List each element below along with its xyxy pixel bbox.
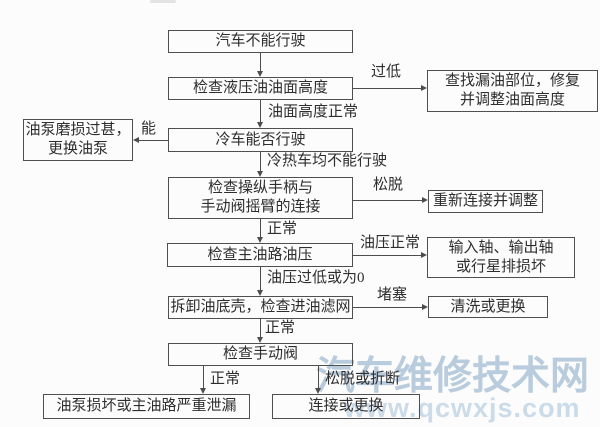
edge-label-too-low: 过低 bbox=[371, 64, 402, 80]
node-repair-leak: 查找漏油部位，修复 并调整油面高度 bbox=[427, 70, 598, 112]
edge-label-level-normal: 油面高度正常 bbox=[268, 104, 359, 120]
node-reconnect: 重新连接并调整 bbox=[428, 190, 543, 213]
node-check-main-pressure: 检查主油路油压 bbox=[167, 243, 353, 267]
edge-label-normal-3: 正常 bbox=[210, 371, 241, 387]
arrow-check-oil-to-cold-test bbox=[257, 100, 263, 128]
edge-label-loose: 松脱 bbox=[373, 177, 404, 193]
node-pump-worn: 油泵磨损过甚， 更换油泵 bbox=[23, 119, 133, 161]
arrow-check-oil-to-repair-leak bbox=[353, 85, 427, 91]
arrow-filter-to-clean-replace bbox=[353, 304, 428, 310]
edge-label-pressure-low: 油压过低或为0 bbox=[267, 270, 365, 286]
arrow-pressure-to-shaft-damage bbox=[353, 252, 427, 258]
arrow-manual-valve-to-connect-replace bbox=[315, 366, 321, 394]
arrow-cold-test-to-linkage bbox=[257, 152, 263, 177]
edge-label-pressure-normal: 油压正常 bbox=[360, 235, 421, 251]
top-edge-artifact bbox=[150, 0, 176, 3]
edge-label-clogged: 堵塞 bbox=[377, 287, 408, 303]
arrow-filter-to-manual-valve bbox=[257, 319, 263, 343]
node-shaft-damage: 输入轴、输出轴 或行星排损坏 bbox=[427, 237, 575, 278]
arrow-start-to-check-oil bbox=[257, 53, 263, 77]
node-connect-replace: 连接或更换 bbox=[272, 394, 420, 419]
arrow-linkage-to-reconnect bbox=[353, 197, 428, 203]
arrow-pressure-to-filter bbox=[257, 267, 263, 296]
edge-label-can-drive: 能 bbox=[141, 121, 157, 137]
node-pump-damaged: 油泵损坏或主油路严重泄漏 bbox=[43, 394, 250, 419]
node-check-filter: 拆卸油底壳，检查进油滤网 bbox=[168, 296, 353, 319]
arrow-cold-test-to-pump-worn bbox=[133, 137, 168, 143]
arrow-linkage-to-pressure bbox=[257, 219, 263, 243]
node-check-manual-valve: 检查手动阀 bbox=[168, 343, 353, 366]
node-start: 汽车不能行驶 bbox=[168, 30, 353, 53]
arrow-manual-valve-to-pump-damaged bbox=[200, 366, 206, 394]
node-cold-start-test: 冷车能否行驶 bbox=[168, 128, 353, 152]
node-check-oil-level: 检查液压油油面高度 bbox=[168, 77, 353, 100]
node-check-linkage: 检查操纵手柄与 手动阀摇臂的连接 bbox=[168, 177, 353, 219]
edge-label-neither-drives: 冷热车均不能行驶 bbox=[267, 153, 388, 169]
edge-label-loose-or-broken: 松脱或折断 bbox=[325, 371, 401, 387]
edge-label-normal-2: 正常 bbox=[265, 320, 296, 336]
edge-label-normal-1: 正常 bbox=[267, 221, 298, 237]
node-clean-replace: 清洗或更换 bbox=[428, 296, 548, 318]
